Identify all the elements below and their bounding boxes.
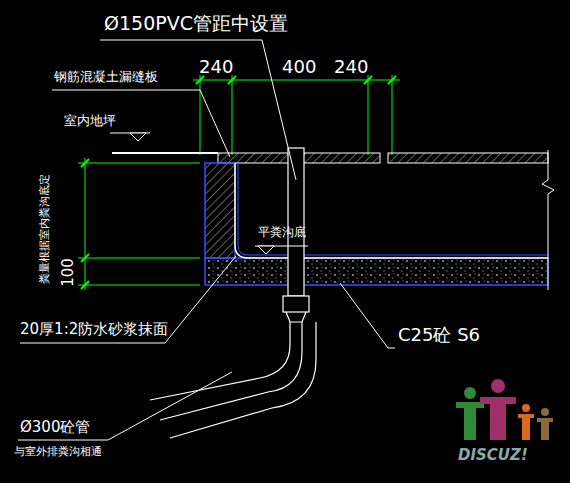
pipe-note: 与室外排粪沟相通 — [14, 446, 102, 457]
part-name: 钢筋混凝土漏缝板 — [54, 70, 158, 83]
pipe-note: Ø150PVC管距中设置 — [104, 14, 288, 33]
pvc-pipe — [288, 148, 304, 296]
dimension: 240 — [334, 58, 368, 76]
wall — [205, 163, 235, 258]
watermark: DISCUZ! — [458, 448, 528, 463]
dimension: 240 — [199, 58, 233, 76]
watermark-logo — [456, 379, 553, 440]
level-label: 平粪沟底 — [258, 226, 306, 238]
material-note: 20厚1:2防水砂浆抹面 — [20, 322, 168, 337]
leader-lines — [18, 40, 395, 440]
dimension: 400 — [282, 58, 316, 76]
level-label: 室内地坪 — [64, 114, 116, 127]
dimension-note: 粪量根据室内粪沟底定 — [39, 173, 50, 283]
dimension: 100 — [60, 258, 75, 287]
concrete-pipe — [150, 322, 290, 400]
material-note: C25砼 S6 — [398, 326, 480, 344]
pipe-note: Ø300砼管 — [20, 420, 90, 435]
slat-slab — [388, 153, 548, 163]
concrete-base — [205, 258, 548, 285]
